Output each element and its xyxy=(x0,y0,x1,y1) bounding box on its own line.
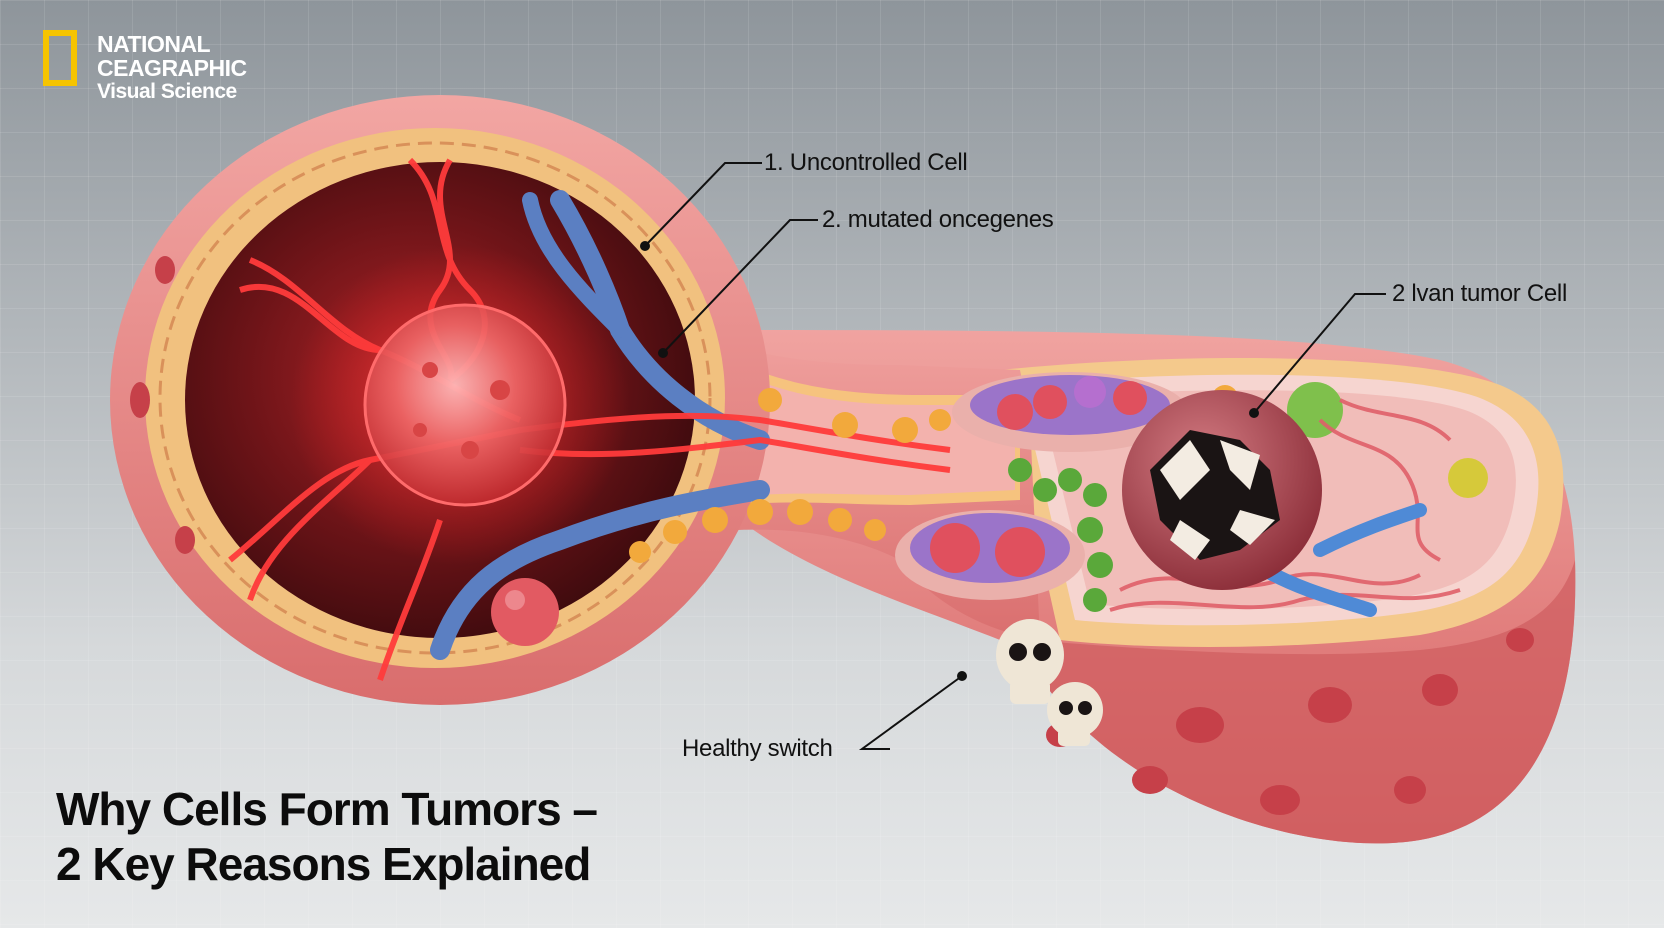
green-chain xyxy=(1008,382,1488,612)
title-line1: Why Cells Form Tumors – xyxy=(56,783,598,835)
blue-coils xyxy=(1258,503,1427,617)
skull-icon xyxy=(996,619,1103,746)
vesicles xyxy=(895,372,1188,600)
callout-healthy-switch: Healthy switch xyxy=(682,735,833,762)
callout-tumor-cell: 2 lvan tumor Cell xyxy=(1392,280,1567,307)
page-title: Why Cells Form Tumors – 2 Key Reasons Ex… xyxy=(56,782,598,892)
logo-line1: NATIONAL xyxy=(97,31,211,57)
tumor-nucleus xyxy=(1122,390,1322,590)
callout-lines xyxy=(644,162,1386,750)
ribosome-sphere xyxy=(491,578,559,646)
callout-mutated-oncogenes: 2. mutated oncegenes xyxy=(822,206,1054,233)
nucleus xyxy=(363,303,567,507)
title-line2: 2 Key Reasons Explained xyxy=(56,838,591,890)
logo-yellow-frame xyxy=(43,30,77,86)
logo-line3: Visual Science xyxy=(97,80,237,103)
logo-line2: CEAGRAPHIC xyxy=(97,55,247,81)
callout-dots xyxy=(640,241,1259,681)
callout-uncontrolled-cell: 1. Uncontrolled Cell xyxy=(764,149,968,176)
logo-text: NATIONAL CEAGRAPHIC Visual Science xyxy=(97,32,247,104)
